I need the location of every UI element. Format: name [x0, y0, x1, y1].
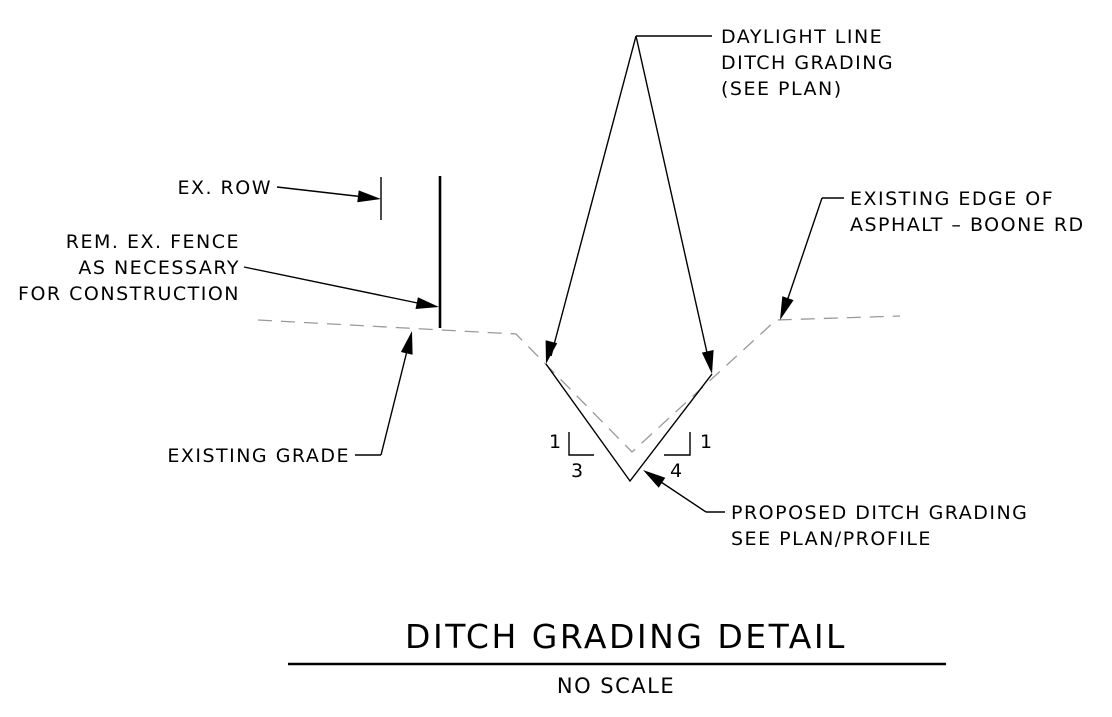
daylight-right-arrowhead	[701, 350, 714, 374]
fence-text-1: REM. EX. FENCE	[66, 231, 240, 253]
detail-title: DITCH GRADING DETAIL	[405, 617, 847, 656]
left-slope-run: 3	[571, 460, 585, 482]
proposed-ditch-line	[545, 363, 713, 483]
existing-grade-label: EXISTING GRADE	[167, 445, 350, 467]
fence-leader	[243, 266, 439, 309]
asphalt-leader	[780, 197, 844, 320]
asphalt-label: EXISTING EDGE OF ASPHALT – BOONE RD	[850, 188, 1085, 236]
proposed-ditch-leader	[643, 470, 725, 513]
scale-note: NO SCALE	[557, 674, 675, 698]
daylight-line-text-1: DAYLIGHT LINE	[721, 26, 883, 48]
right-slope-run: 4	[670, 460, 684, 482]
existing-grade-leader	[355, 331, 413, 456]
right-slope-indicator: 1 4	[664, 431, 714, 482]
asphalt-text-1: EXISTING EDGE OF	[850, 188, 1054, 210]
daylight-leader	[545, 35, 714, 374]
right-slope-rise: 1	[700, 431, 714, 453]
daylight-left-arrowhead	[545, 340, 558, 364]
daylight-line-text-2: DITCH GRADING	[721, 52, 894, 74]
existing-grade-line	[257, 315, 901, 453]
proposed-ditch-text-2: SEE PLAN/PROFILE	[731, 528, 932, 550]
asphalt-text-2: ASPHALT – BOONE RD	[850, 214, 1085, 236]
fence-text-2: AS NECESSARY	[78, 257, 240, 279]
fence-text-3: FOR CONSTRUCTION	[18, 283, 240, 305]
ex-row-label: EX. ROW	[177, 177, 272, 199]
daylight-line-text-3: (SEE PLAN)	[721, 78, 843, 100]
ex-row-leader	[276, 186, 381, 203]
proposed-ditch-label: PROPOSED DITCH GRADING SEE PLAN/PROFILE	[731, 502, 1028, 550]
left-slope-indicator: 1 3	[549, 431, 594, 482]
left-slope-rise: 1	[549, 431, 563, 453]
proposed-ditch-text-1: PROPOSED DITCH GRADING	[731, 502, 1028, 524]
daylight-line-label: DAYLIGHT LINE DITCH GRADING (SEE PLAN)	[721, 26, 894, 100]
fence-label: REM. EX. FENCE AS NECESSARY FOR CONSTRUC…	[18, 231, 240, 305]
